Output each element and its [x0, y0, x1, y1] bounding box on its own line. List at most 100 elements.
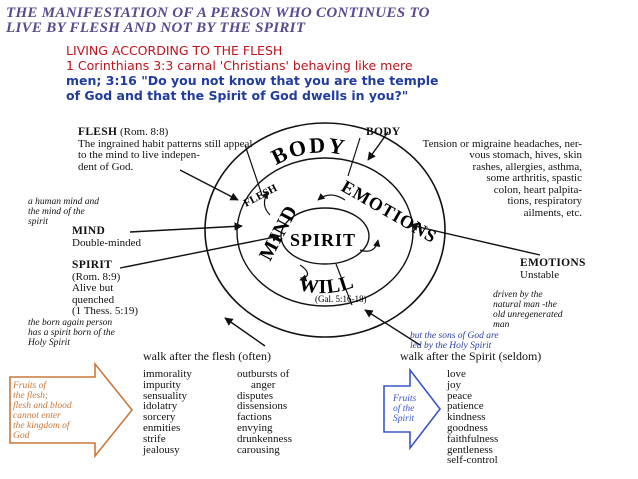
arrow-text-line: Fruits — [393, 394, 417, 404]
fruits-spirit-text: Fruits of the Spirit — [393, 394, 416, 424]
arrow-text-line: the kingdom of — [13, 421, 70, 431]
list-item: outbursts of — [237, 368, 290, 380]
annotation-line: the mind of the — [28, 207, 85, 217]
list-item: jealousy — [143, 443, 180, 456]
list-item: peace — [447, 389, 473, 402]
walk-spirit-heading: walk after the Spirit (seldom) — [400, 349, 542, 363]
fruits-flesh-text: Fruits of the flesh; flesh and blood can… — [13, 381, 72, 441]
list-item: joy — [447, 378, 462, 391]
flesh-works-col1: immorality impurity sensuality idolatry … — [143, 369, 192, 455]
list-item: carousing — [237, 443, 280, 456]
subtitle-line-1: LIVING ACCORDING TO THE FLESH — [66, 43, 283, 58]
spirit-fruits-list: love joy peace patience kindness goodnes… — [447, 369, 498, 466]
middle-circle — [236, 157, 414, 307]
title-line-1: THE MANIFESTATION OF A PERSON WHO CONTIN… — [6, 5, 430, 21]
mind-title: MIND — [72, 225, 106, 237]
flesh-works-col2: outbursts of anger disputes dissensions … — [237, 369, 292, 455]
flesh-title: FLESH — [78, 126, 118, 138]
annotation-line: natural man -the — [493, 300, 557, 310]
body-line: Tension or migraine headaches, ner- — [422, 137, 582, 150]
spirit-line: quenched — [72, 293, 115, 306]
list-item: drunkenness — [237, 432, 292, 445]
emotions-pointer-arrow — [409, 222, 541, 256]
body-line: colon, heart palpita- — [493, 183, 582, 196]
emotions-desc: Unstable — [520, 268, 560, 281]
spirit-line: (Rom. 8:9) — [72, 270, 121, 283]
list-item: anger — [251, 378, 276, 391]
cycle-arrow — [299, 264, 309, 282]
spirit-note: SPIRIT (Rom. 8:9) Alive but quenched (1 … — [72, 259, 139, 318]
annotation-line: Holy Spirit — [28, 338, 70, 348]
title-line-2: LIVE BY FLESH AND NOT BY THE SPIRIT — [6, 20, 306, 36]
flesh-note: FLESH (Rom. 8:8) The ingrained habit pat… — [78, 126, 253, 173]
arrow-text-line: God — [13, 431, 30, 441]
fruits-flesh-arrow — [9, 361, 134, 459]
annotation-line: spirit — [28, 217, 49, 227]
divider-line — [335, 263, 353, 306]
list-item: love — [447, 368, 466, 380]
subtitle: LIVING ACCORDING TO THE FLESH 1 Corinthi… — [66, 43, 438, 103]
subtitle-line-3: men; 3:16 "Do you not know that you are … — [66, 73, 439, 88]
mind-pointer-arrow — [129, 222, 243, 233]
cycle-arrow — [359, 239, 381, 252]
spirit-title: SPIRIT — [72, 259, 113, 271]
list-item: gentleness — [447, 443, 493, 456]
cycle-arrow — [317, 193, 346, 201]
spirit-line: (1 Thess. 5:19) — [72, 305, 139, 317]
list-item: faithfulness — [447, 432, 499, 445]
flesh-line: The ingrained habit patterns still appea… — [78, 137, 253, 150]
body-note: BODY Tension or migraine headaches, ner-… — [366, 126, 582, 219]
arrow-text-line: the flesh; — [13, 391, 49, 401]
fruits-spirit-arrow — [383, 367, 442, 451]
body-line: some arthritis, spastic — [486, 172, 582, 184]
mind-desc: Double-minded — [72, 236, 142, 249]
list-item: idolatry — [143, 400, 178, 413]
divider-line — [347, 137, 361, 177]
annotation-line: a human mind and — [28, 197, 99, 207]
annotation-line: but the sons of God are — [410, 331, 499, 341]
annotation-line: has a spirit born of the — [28, 328, 115, 338]
circle-body-label: BODY — [267, 132, 348, 169]
sons-of-god-annotation: but the sons of God are led by the Holy … — [410, 331, 499, 351]
arrow-text-line: of the — [393, 404, 415, 414]
list-item: impurity — [143, 378, 181, 391]
natural-man-annotation: driven by the natural man -the old unreg… — [493, 290, 563, 330]
list-item: envying — [237, 421, 273, 434]
page-title: THE MANIFESTATION OF A PERSON WHO CONTIN… — [6, 6, 430, 36]
born-again-annotation: the born again person has a spirit born … — [28, 318, 115, 348]
list-item: sorcery — [143, 411, 176, 424]
arrow-text-line: Spirit — [393, 414, 415, 424]
list-item: dissensions — [237, 400, 288, 413]
walk-flesh-pointer-arrow — [224, 317, 266, 347]
body-line: tions, respiratory — [507, 195, 582, 207]
emotions-note: EMOTIONS Unstable — [520, 257, 586, 281]
list-item: kindness — [447, 411, 486, 424]
mind-note: MIND Double-minded — [72, 225, 142, 249]
body-line: vous stomach, hives, skin — [469, 149, 582, 161]
walk-flesh-heading: walk after the flesh (often) — [143, 349, 271, 363]
circle-flesh-label: FLESH — [242, 182, 280, 210]
body-line: ailments, etc. — [523, 206, 582, 219]
arrow-text-line: flesh and blood — [13, 401, 72, 411]
annotation-line: led by the Holy Spirit — [410, 341, 492, 351]
list-item: sensuality — [143, 389, 187, 402]
gal-reference: (Gal. 5:16-18) — [315, 294, 367, 304]
annotation-line: man — [493, 320, 510, 330]
subtitle-line-4: of God and that the Spirit of God dwells… — [66, 88, 409, 103]
spirit-circle — [280, 207, 370, 265]
flesh-pointer-arrow — [179, 169, 239, 201]
spirit-line: Alive but — [72, 282, 114, 294]
emotions-title: EMOTIONS — [520, 257, 586, 269]
spirit-pointer-arrow — [119, 233, 281, 269]
arrow-text-line: Fruits of — [13, 381, 46, 391]
list-item: patience — [447, 400, 484, 413]
arrow-text-line: cannot enter — [13, 411, 61, 421]
annotation-line: the born again person — [28, 318, 113, 328]
cycle-arrow — [261, 191, 271, 216]
flesh-ref: (Rom. 8:8) — [119, 126, 169, 138]
list-item: factions — [237, 411, 272, 424]
list-item: immorality — [143, 368, 192, 380]
flesh-line: to the mind to live indepen- — [78, 149, 200, 161]
flesh-line: dent of God. — [78, 160, 134, 173]
